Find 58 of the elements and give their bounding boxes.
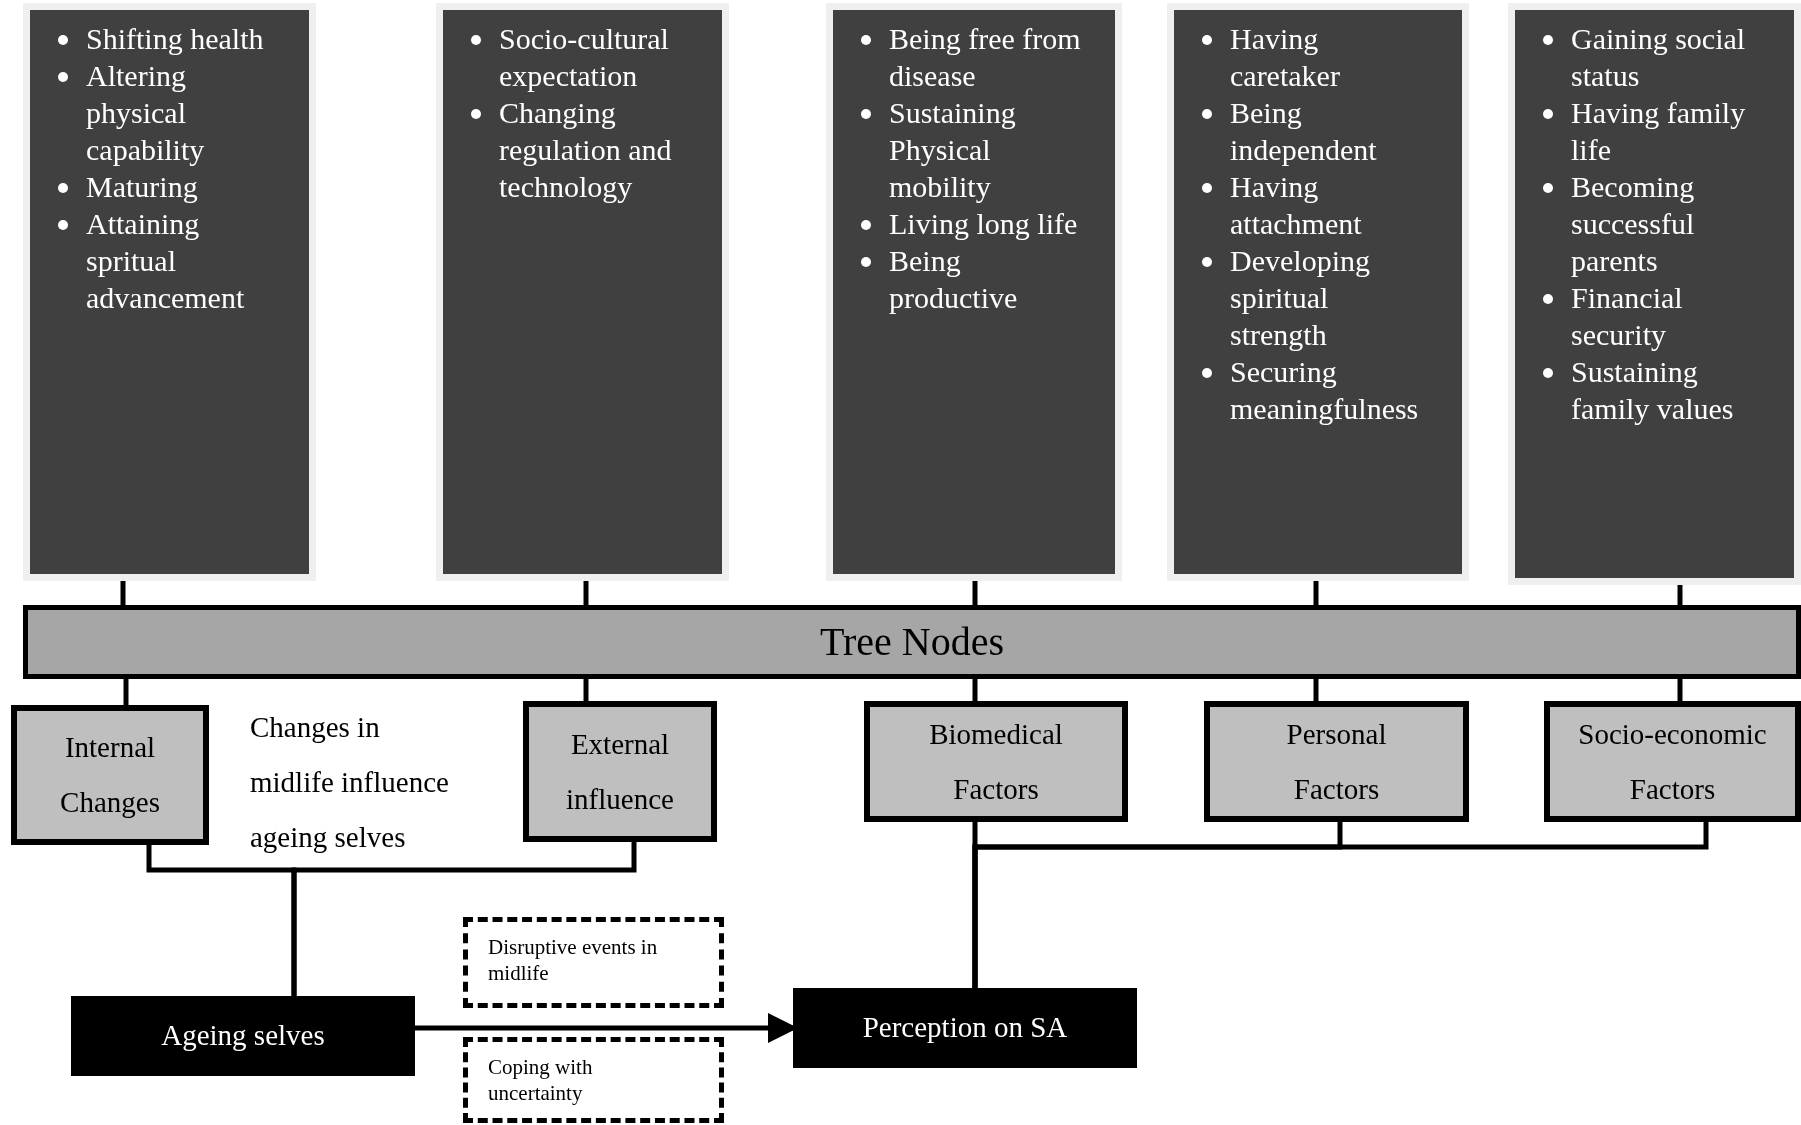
outcome-box <box>71 996 415 1076</box>
category-box <box>1204 701 1469 822</box>
bullet-item: Being free from disease <box>889 21 1081 94</box>
bullet-item: Having caretaker <box>1230 21 1341 94</box>
bullet-card <box>436 3 729 581</box>
bullet-item: Becoming successful parents <box>1571 169 1696 279</box>
category-label: External influence <box>565 726 675 817</box>
bullet-card <box>23 3 316 581</box>
bullet-card <box>1508 3 1801 585</box>
outcome-label: Perception on SA <box>862 1010 1068 1046</box>
bullet-item: Living long life <box>889 206 1078 242</box>
bullet-item: Altering physical capability <box>86 58 206 168</box>
bar-title: Tree Nodes <box>819 618 1005 666</box>
dashed-box <box>463 917 724 1008</box>
connector-line <box>972 822 1709 988</box>
category-label: Biomedical Factors <box>928 716 1064 807</box>
bullet-item: Changing regulation and technology <box>499 95 673 205</box>
bullet-item: Attaining spritual advancement <box>86 206 246 316</box>
category-label: Socio-economic Factors <box>1577 716 1768 807</box>
bullet-item: Developing spiritual strength <box>1230 243 1371 353</box>
connector-line <box>1313 581 1319 605</box>
connector-line <box>583 581 589 605</box>
connector-line <box>123 679 129 705</box>
connector-line <box>972 581 978 605</box>
connector-line <box>972 679 978 701</box>
connector-line <box>291 842 637 996</box>
connector-line <box>1677 679 1683 701</box>
bullet-item: Sustaining family values <box>1571 354 1735 427</box>
bullet-item: Securing meaningfulness <box>1230 354 1420 427</box>
dashed-box <box>463 1037 724 1123</box>
annotation-text: Changes in midlife influence ageing selves <box>250 710 450 855</box>
tree-nodes-bar <box>23 605 1801 679</box>
bullet-item: Sustaining Physical mobility <box>889 95 1017 205</box>
bullet-item: Having attachment <box>1230 169 1363 242</box>
connector-line <box>1677 585 1683 605</box>
category-label: Internal Changes <box>59 730 161 820</box>
connector-line <box>583 679 589 701</box>
outcome-box <box>793 988 1137 1068</box>
bullet-item: Maturing <box>86 169 198 205</box>
factor-text: Disruptive events in midlife <box>488 934 659 986</box>
bullet-item: Socio-cultural expectation <box>499 21 670 94</box>
category-box <box>11 705 209 845</box>
bullet-card <box>1167 3 1469 581</box>
bullet-item: Shifting health <box>86 21 264 57</box>
category-box <box>523 701 717 842</box>
bullet-item: Gaining social status <box>1571 21 1747 94</box>
factor-text: Coping with uncertainty <box>488 1054 594 1106</box>
connector-line <box>1313 679 1319 701</box>
category-box <box>1544 701 1801 822</box>
bullet-item: Financial security <box>1571 280 1684 353</box>
category-label: Personal Factors <box>1285 716 1388 807</box>
category-box <box>864 701 1128 822</box>
connector-line <box>120 581 126 605</box>
outcome-label: Ageing selves <box>161 1018 325 1054</box>
bullet-card <box>826 3 1122 581</box>
bullet-item: Having family life <box>1571 95 1747 168</box>
bullet-item: Being productive <box>889 243 1019 316</box>
bullet-item: Being independent <box>1230 95 1378 168</box>
